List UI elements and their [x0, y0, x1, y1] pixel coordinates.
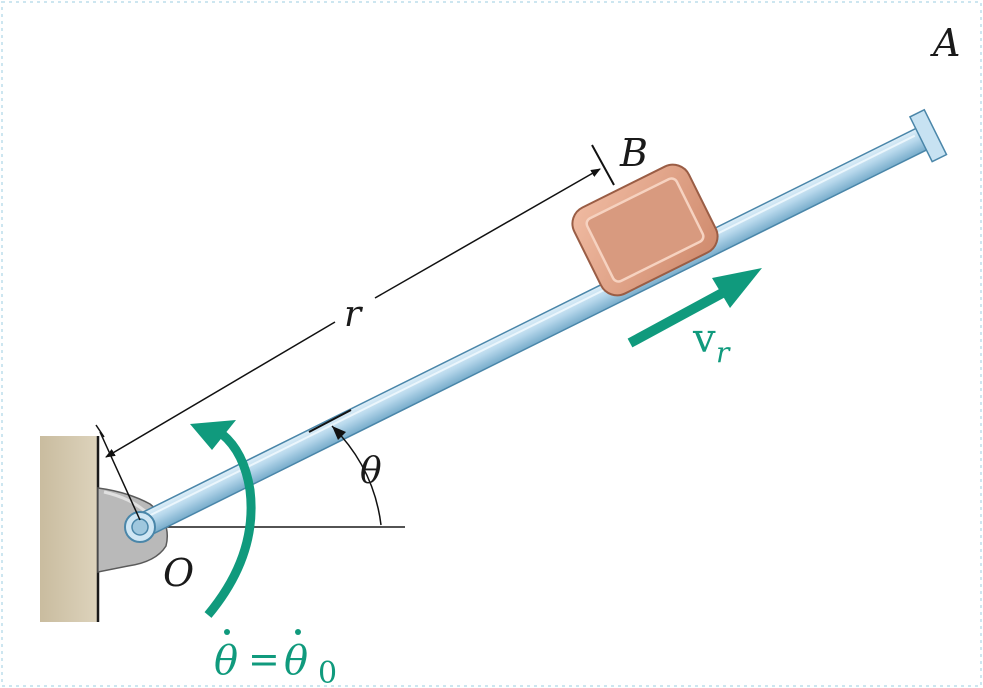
velocity-label-v: v [692, 316, 716, 362]
dimension-arrow-right [374, 168, 601, 299]
rate-subscript: 0 [318, 656, 337, 688]
velocity-arrowhead [712, 268, 762, 308]
dimension-extension-O [99, 431, 141, 521]
pin-inner [131, 518, 149, 536]
dimension-tick-O [95, 424, 105, 438]
point-label-A: A [930, 21, 960, 65]
angular-velocity-arrowhead [190, 420, 236, 450]
angle-arrowhead [332, 426, 346, 440]
velocity-arrow-shaft [627, 286, 729, 348]
dimension-label-r: r [344, 294, 363, 335]
rate-dot-right [295, 629, 301, 635]
point-label-B: B [619, 131, 648, 175]
velocity-label-subscript: r [716, 336, 731, 369]
wall [40, 436, 98, 622]
rate-dot-left [224, 629, 230, 635]
rod-OA [133, 108, 948, 539]
dimension-tick-B [591, 144, 615, 186]
rate-equals: = [248, 637, 280, 681]
rate-theta-left: θ [214, 638, 238, 684]
collar-B [571, 163, 719, 297]
rate-theta-right: θ [284, 638, 308, 684]
point-label-O: O [163, 551, 194, 595]
end-cap-A [908, 108, 948, 163]
dimension-arrow-left [105, 321, 336, 458]
bracket-highlight [103, 490, 147, 514]
angular-velocity-arrow [204, 430, 256, 618]
angle-label-theta: θ [360, 451, 382, 492]
angle-tick [308, 409, 352, 433]
angular-rate-equation: θ = θ 0 [214, 629, 337, 688]
